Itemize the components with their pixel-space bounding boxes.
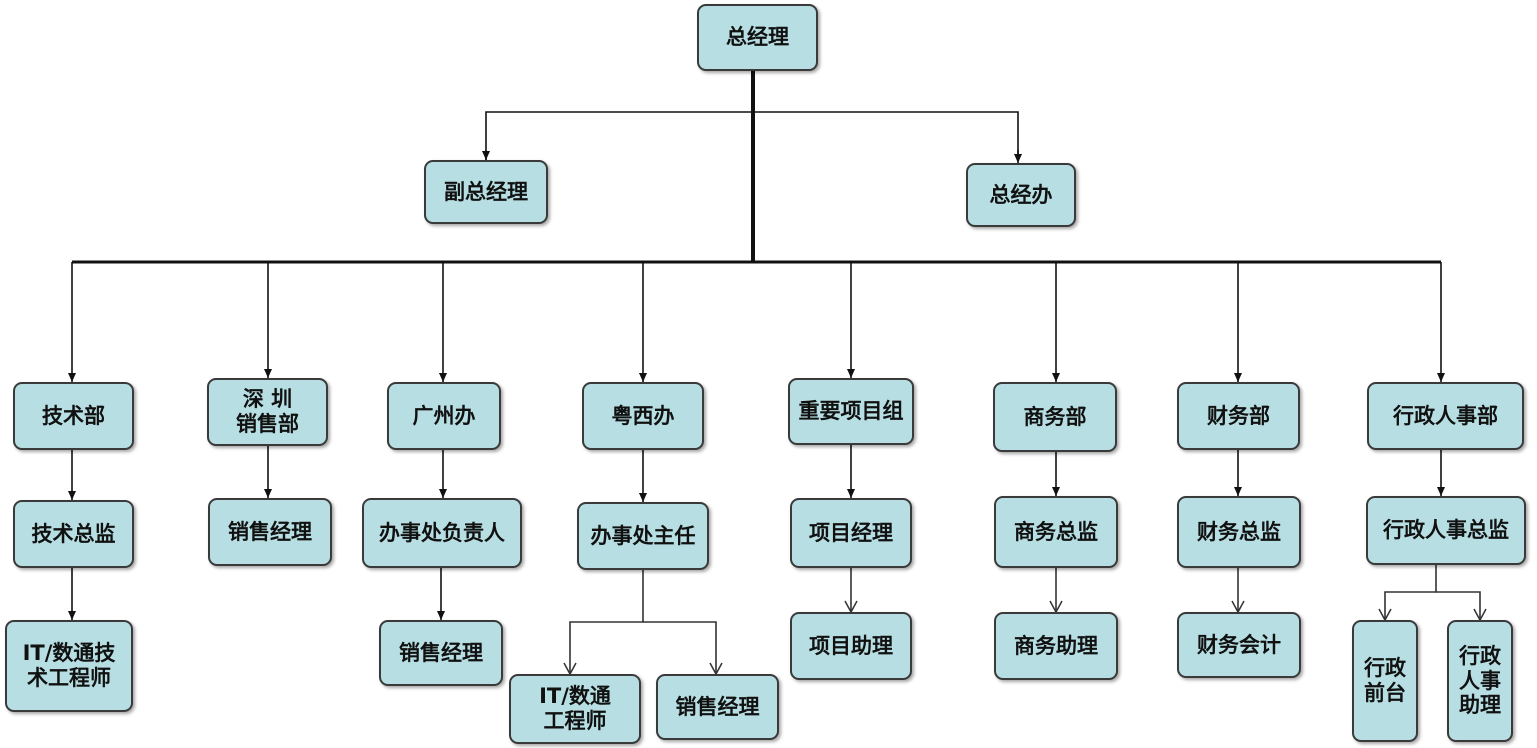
node-gz-office-head: 办事处负责人	[362, 498, 522, 568]
node-gz-sales-manager: 销售经理	[379, 620, 503, 686]
node-admin-hr-dept: 行政人事部	[1367, 382, 1524, 450]
node-gm-office: 总经办	[966, 163, 1076, 227]
node-shenzhen-sales-dept: 深 圳 销售部	[207, 378, 328, 446]
branch-line-top	[485, 111, 1019, 160]
node-admin-hr-assistant: 行政 人事 助理	[1447, 620, 1513, 742]
node-project-assistant: 项目助理	[790, 612, 912, 680]
node-yx-it-engineer: IT/数通 工程师	[509, 674, 641, 744]
node-project-manager: 项目经理	[790, 498, 912, 568]
node-key-project-group: 重要项目组	[788, 378, 914, 445]
node-sz-sales-manager: 销售经理	[208, 498, 332, 566]
node-admin-hr-director: 行政人事总监	[1366, 496, 1526, 565]
node-finance-director: 财务总监	[1177, 496, 1301, 568]
node-deputy-general-manager: 副总经理	[424, 160, 548, 224]
node-finance-dept: 财务部	[1177, 382, 1300, 450]
node-business-dept: 商务部	[993, 382, 1117, 452]
node-business-director: 商务总监	[994, 496, 1118, 568]
node-yuexi-office: 粤西办	[582, 382, 704, 450]
node-tech-dept: 技术部	[13, 382, 134, 450]
node-yx-office-director: 办事处主任	[577, 502, 709, 570]
node-business-assistant: 商务助理	[994, 612, 1118, 680]
node-accountant: 财务会计	[1177, 612, 1301, 678]
node-guangzhou-office: 广州办	[387, 382, 501, 450]
node-admin-reception: 行政 前台	[1352, 620, 1418, 742]
node-yx-sales-manager: 销售经理	[656, 674, 779, 740]
node-general-manager: 总经理	[697, 4, 818, 71]
node-it-tech-engineer: IT/数通技 术工程师	[5, 620, 133, 712]
node-tech-director: 技术总监	[13, 500, 134, 568]
